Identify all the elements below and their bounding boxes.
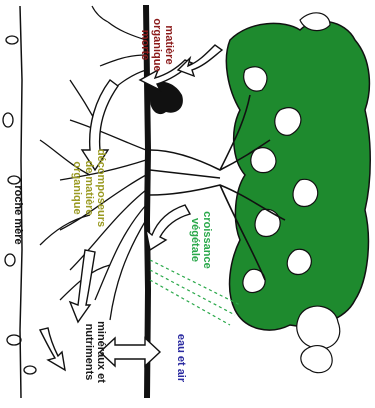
label-roche-mere: roche mère — [10, 175, 24, 255]
label-croissance-vegetale: croissance végétale — [185, 185, 213, 295]
label-decomposeurs: décomposeurs de matière organique — [67, 113, 107, 263]
arrow-bedrock — [40, 328, 65, 370]
label-mineraux-nutriments: minéraux et nutriments — [79, 302, 107, 402]
arrow-nutrient-cycle — [100, 338, 160, 366]
label-eau-air: eau et air — [173, 323, 187, 393]
label-matiere-organique: matière organique morte — [135, 0, 175, 95]
arrow-uptake — [146, 205, 190, 250]
